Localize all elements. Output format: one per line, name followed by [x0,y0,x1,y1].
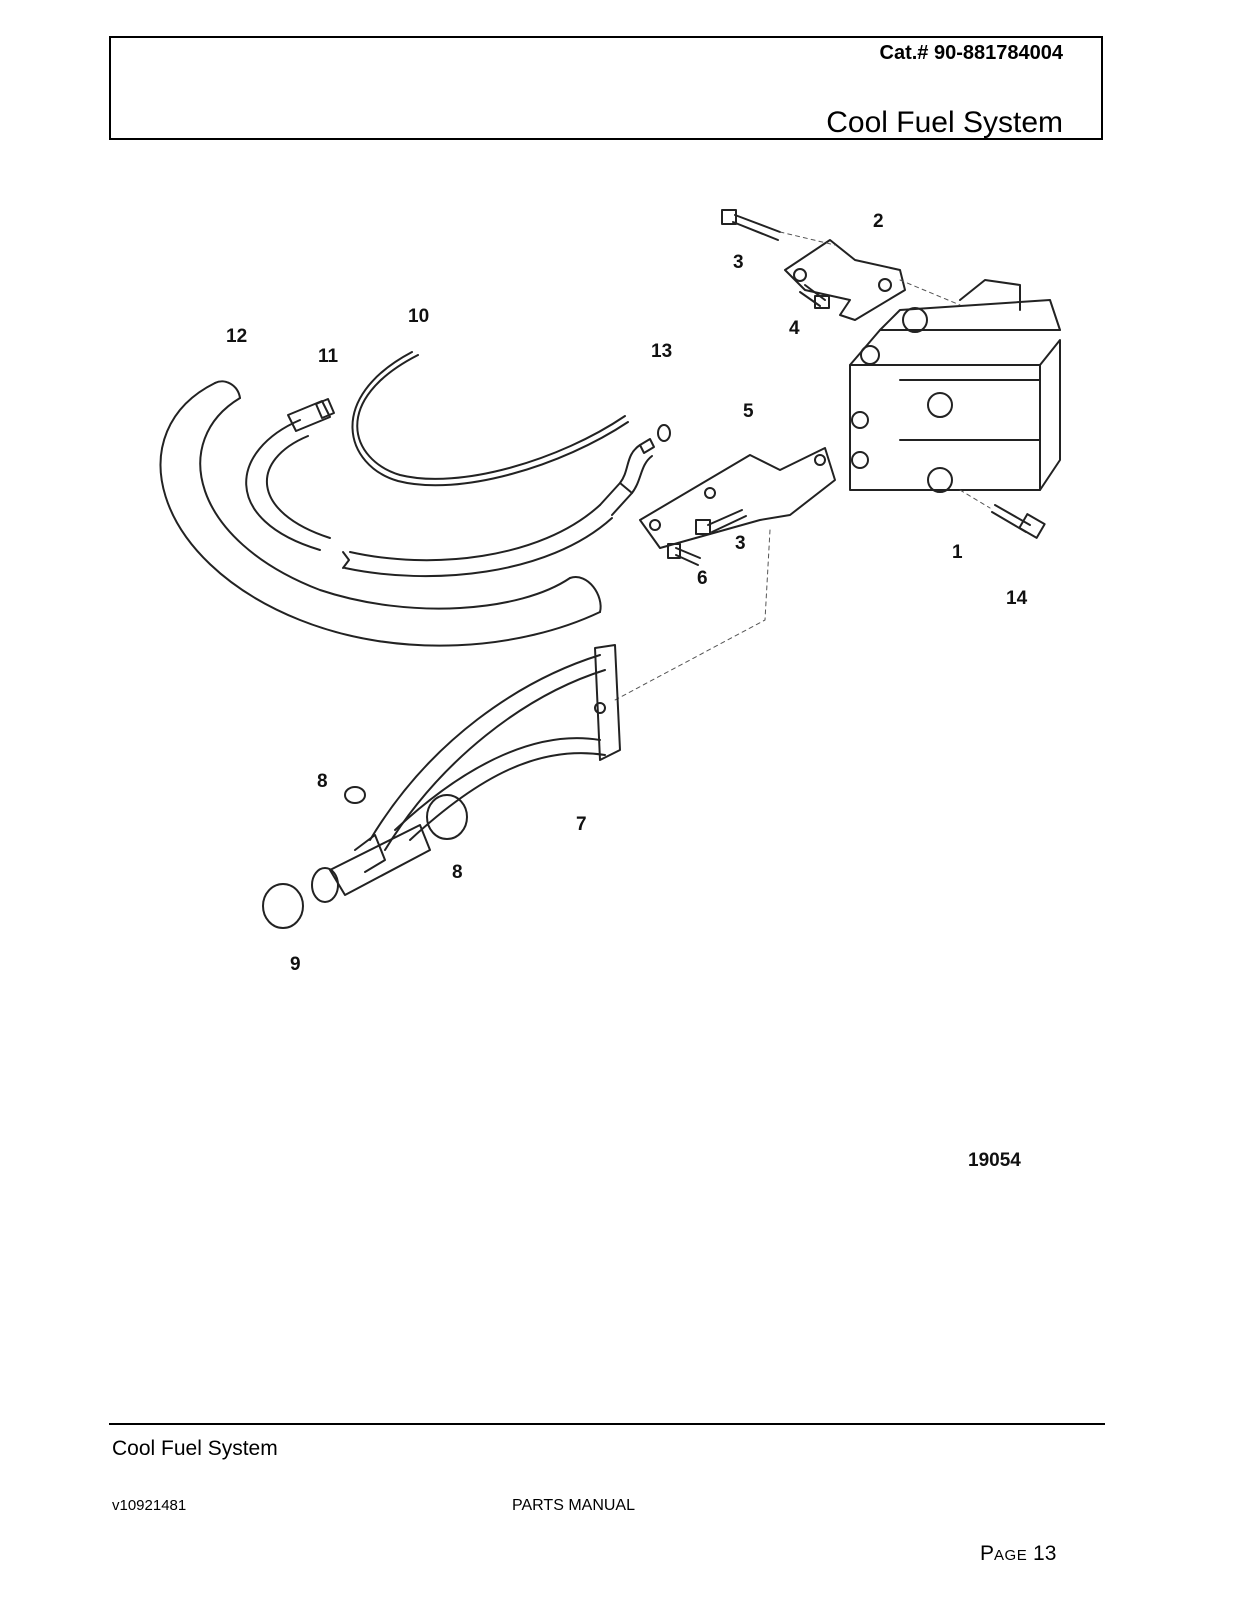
cool-fuel-module-1 [849,279,1061,493]
footer-section-title: Cool Fuel System [112,1437,278,1460]
hose-12 [159,380,602,647]
callout-12: 12 [226,326,247,347]
o-ring-13 [657,424,671,442]
callout-6: 6 [697,568,708,589]
callout-5: 5 [743,401,754,422]
footer-page-number: PAGE 13 [980,1542,1056,1566]
bolt-3-lower [695,509,747,535]
tube-10 [351,351,629,487]
tube-assembly-7 [311,644,621,903]
hose-segment [342,438,655,578]
footer-manual-label: PARTS MANUAL [512,1497,635,1514]
catalog-number: Cat.# 90-881784004 [879,42,1063,64]
bracket-2 [784,239,906,321]
screw-14 [991,504,1046,539]
exploded-parts-diagram: 1 2 3 3 4 5 6 7 8 8 9 10 11 12 13 14 190… [159,209,1061,1171]
header-box: Cat.# 90-881784004 Cool Fuel System [109,36,1103,140]
bracket-5 [639,447,836,549]
clamp-8-upper [344,786,366,804]
callout-7: 7 [576,814,587,835]
page-title: Cool Fuel System [826,106,1063,139]
footer-rule [109,1423,1105,1425]
callout-2: 2 [873,211,884,232]
bolt-4 [799,284,830,309]
callout-11: 11 [318,346,339,367]
callout-3-lower: 3 [735,533,746,554]
callout-3-top: 3 [733,252,744,273]
page-label-initial: P [980,1542,995,1565]
bolt-6 [667,543,701,566]
bolt-3-top [721,209,781,241]
figure-id: 19054 [968,1150,1021,1171]
callout-9: 9 [290,954,301,975]
page-number-value: 13 [1033,1542,1057,1565]
hose-11 [245,398,335,551]
clamp-9 [262,883,304,929]
callout-14: 14 [1006,588,1028,609]
callout-13: 13 [651,341,672,362]
page-label-rest: AGE [994,1547,1028,1564]
clamp-8-lower [426,794,468,840]
callout-8-lower: 8 [452,862,463,883]
callout-1: 1 [952,542,963,563]
footer-version: v10921481 [112,1497,187,1514]
callout-10: 10 [408,306,429,327]
callout-8-upper: 8 [317,771,328,792]
callout-4: 4 [789,318,800,339]
